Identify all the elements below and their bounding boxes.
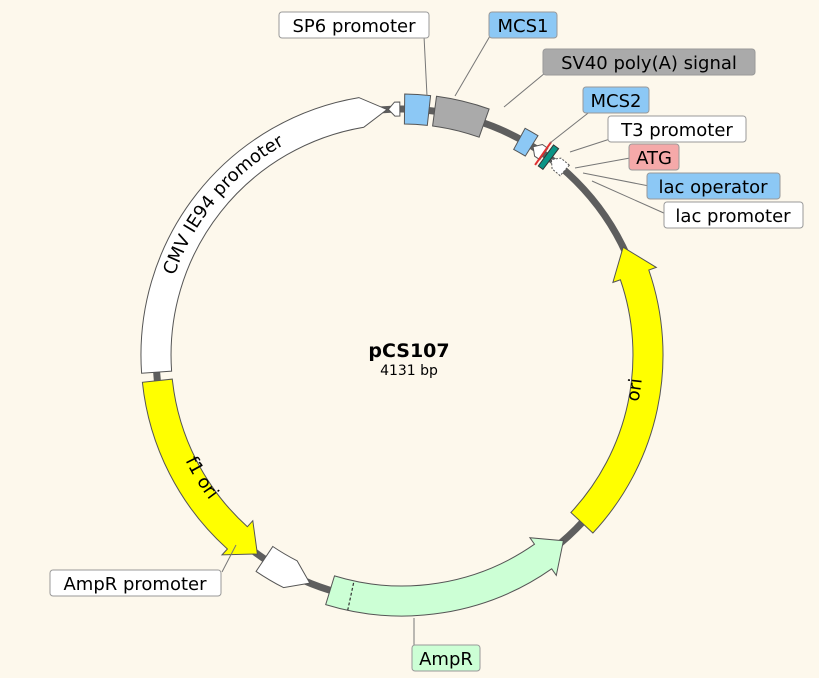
label-lac-promoter[interactable]: lac promoter	[663, 201, 804, 229]
lac-operator-box[interactable]	[537, 144, 560, 171]
label-ampr[interactable]: AmpR	[411, 644, 481, 672]
label-sv40[interactable]: SV40 poly(A) signal	[542, 48, 756, 76]
atg-leader	[574, 157, 631, 169]
ori-label: ori	[623, 377, 647, 403]
mcs1-label-text: MCS1	[498, 16, 549, 37]
label-lac-operator[interactable]: lac operator	[646, 172, 781, 200]
mcs2-leader	[549, 109, 593, 144]
sp6-promoter-arrow[interactable]	[387, 101, 401, 117]
t3-label-text: T3 promoter	[620, 120, 733, 141]
lac-promoter-arrow[interactable]	[550, 157, 571, 177]
plasmid-length: 4131 bp	[380, 363, 438, 379]
sv40-polya-box[interactable]	[432, 95, 490, 138]
mcs2-box[interactable]	[513, 127, 539, 157]
label-mcs1[interactable]: MCS1	[488, 11, 558, 39]
label-leaders	[221, 35, 667, 646]
ori-arrow[interactable]	[570, 246, 664, 534]
f1-ori-arrow[interactable]	[141, 378, 258, 556]
ampr-arrow[interactable]	[325, 537, 565, 617]
lacprom-leader	[591, 180, 667, 215]
ampr-promoter-arrow[interactable]	[255, 545, 311, 589]
amprprom-leader	[221, 544, 237, 573]
cmv-promoter-arrow[interactable]	[140, 97, 388, 374]
mcs1-leader	[454, 35, 491, 97]
plasmid-name: pCS107	[368, 340, 449, 362]
sp6-leader	[423, 35, 428, 97]
atg-marker	[534, 141, 552, 166]
label-mcs2[interactable]: MCS2	[582, 86, 650, 114]
mcs1-box[interactable]	[403, 93, 432, 126]
atg-label-text: ATG	[636, 148, 672, 169]
sp6-label-text: SP6 promoter	[293, 16, 417, 37]
sv40-label-text: SV40 poly(A) signal	[561, 53, 737, 74]
t3-leader	[569, 138, 611, 153]
label-sp6[interactable]: SP6 promoter	[278, 11, 430, 39]
mcs2-label-text: MCS2	[591, 91, 642, 112]
lacprom-label-text: lac promoter	[675, 206, 791, 227]
label-atg[interactable]: ATG	[628, 143, 680, 171]
ampr-label-text: AmpR	[419, 649, 473, 670]
label-ampr-promoter[interactable]: AmpR promoter	[49, 569, 222, 597]
label-t3[interactable]: T3 promoter	[607, 115, 747, 143]
lacop-leader	[582, 172, 650, 187]
lacop-label-text: lac operator	[658, 177, 768, 198]
sv40-leader	[503, 72, 546, 108]
amprprom-label-text: AmpR promoter	[63, 574, 207, 595]
